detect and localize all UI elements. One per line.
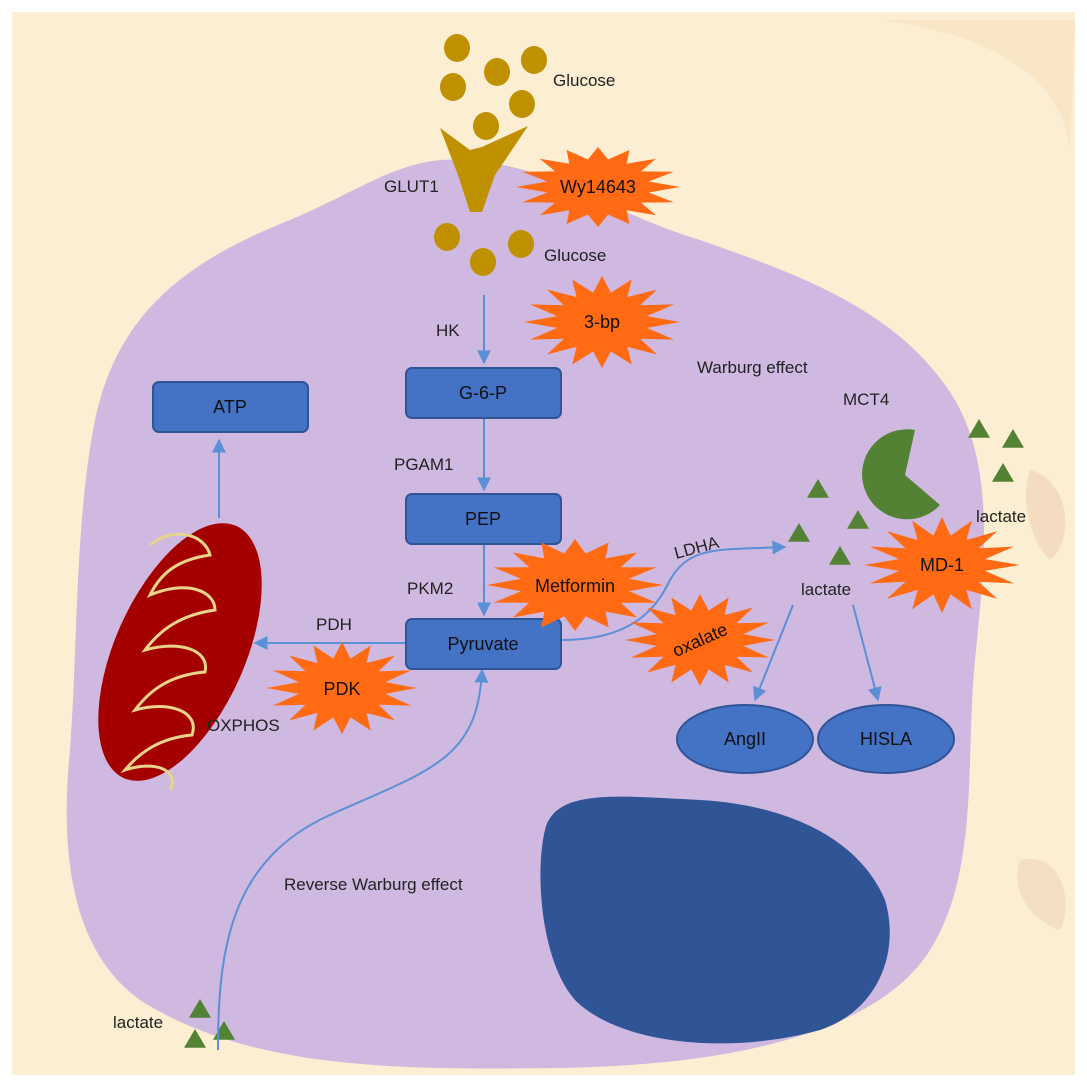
nucleus-icon — [540, 796, 890, 1044]
glucose-outside-label: Glucose — [553, 71, 615, 90]
mct4-transporter-icon — [862, 429, 940, 520]
hk-label: HK — [436, 321, 460, 340]
mct4-label: MCT4 — [843, 390, 889, 409]
ldha-arrow — [561, 540, 787, 641]
md1-label: MD-1 — [920, 555, 964, 575]
angii-arrow — [753, 604, 794, 702]
angii-label: AngII — [724, 729, 766, 749]
pkm2-label: PKM2 — [407, 579, 453, 598]
glucose-molecules — [434, 34, 547, 276]
lactate-triangle — [1002, 429, 1024, 448]
g6p-box: G-6-P — [405, 367, 562, 419]
background-blob — [880, 20, 1075, 150]
glucose-dot — [440, 73, 466, 101]
lactate-triangle — [847, 510, 869, 529]
pdh-label: PDH — [316, 615, 352, 634]
lactate-triangle — [968, 419, 990, 438]
warburg-effect-label: Warburg effect — [697, 358, 808, 377]
pep-label: PEP — [465, 509, 501, 529]
inhibitor-starburst — [524, 276, 680, 368]
glucose-dot — [509, 90, 535, 118]
glucose-dot — [508, 230, 534, 258]
metformin-label: Metformin — [535, 576, 615, 596]
lactate-triangle — [184, 1029, 206, 1048]
background-blob — [1017, 858, 1066, 930]
glucose-dot — [473, 112, 499, 140]
mitochondrion-icon — [98, 523, 262, 791]
hisla-arrow — [852, 604, 882, 702]
glucose-dot — [470, 248, 496, 276]
hisla-ellipse: HISLA — [817, 704, 955, 774]
reverse-warburg-label: Reverse Warburg effect — [284, 875, 463, 894]
glucose-dot — [521, 46, 547, 74]
glucose-inside-label: Glucose — [544, 246, 606, 265]
lactate-outside-bottom-label: lactate — [113, 1013, 163, 1032]
lactate-triangle — [189, 999, 211, 1018]
pyruvate-box: Pyruvate — [405, 618, 562, 670]
pgam1-label: PGAM1 — [394, 455, 454, 474]
wy14643-label: Wy14643 — [560, 177, 636, 197]
lactate-inside-label: lactate — [801, 580, 851, 599]
inhibitor-starburst — [487, 539, 663, 631]
angii-ellipse: AngII — [676, 704, 814, 774]
glut1-label: GLUT1 — [384, 177, 439, 196]
oxalate-inhibitor: oxalate — [625, 594, 775, 686]
lactate-triangle — [807, 479, 829, 498]
md1-inhibitor: MD-1 — [864, 517, 1020, 613]
glucose-dot — [444, 34, 470, 62]
glucose-dot — [434, 223, 460, 251]
lactate-triangle — [992, 463, 1014, 482]
atp-box: ATP — [152, 381, 309, 433]
pep-box: PEP — [405, 493, 562, 545]
inhibitor-starburst — [267, 642, 417, 734]
g6p-label: G-6-P — [459, 383, 507, 403]
lactate-outside-right-label: lactate — [976, 507, 1026, 526]
three-bp-inhibitor: 3-bp — [524, 276, 680, 368]
oxphos-label: OXPHOS — [207, 716, 280, 735]
glucose-dot — [484, 58, 510, 86]
wy14643-inhibitor: Wy14643 — [516, 147, 680, 227]
atp-label: ATP — [213, 397, 247, 417]
reverse-warburg-arrow — [217, 668, 489, 1051]
glut1-transporter-icon — [440, 126, 528, 212]
pathway-arrows — [212, 295, 882, 1051]
lactate-triangle — [788, 523, 810, 542]
lactate-triangle — [829, 546, 851, 565]
hisla-label: HISLA — [860, 729, 912, 749]
inhibitor-starburst — [864, 517, 1020, 613]
three-bp-label: 3-bp — [584, 312, 620, 332]
pdk-label: PDK — [323, 679, 360, 699]
inhibitor-starburst — [625, 594, 775, 686]
pdk-inhibitor: PDK — [267, 642, 417, 734]
metformin-inhibitor: Metformin — [487, 539, 663, 631]
inhibitor-starburst — [516, 147, 680, 227]
pyruvate-label: Pyruvate — [447, 634, 518, 654]
background-blob — [1026, 470, 1066, 560]
